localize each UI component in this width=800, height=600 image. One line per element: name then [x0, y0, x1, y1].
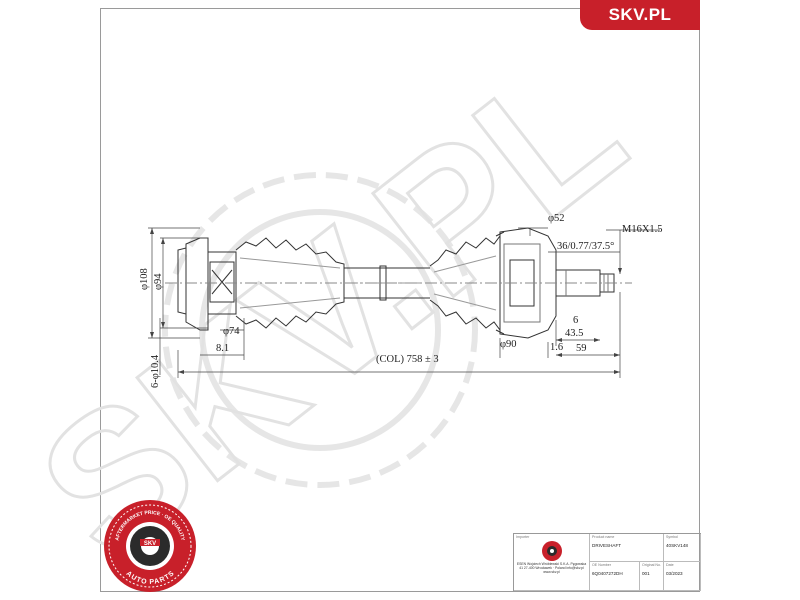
date-value: 03/2023: [666, 571, 683, 576]
dim-d94: φ94: [153, 273, 164, 290]
product-name-cell: Product name DRIVESHAFT: [590, 534, 664, 562]
right-joint-housing: [499, 227, 557, 339]
left-flange: [177, 247, 187, 315]
date-label: Date: [666, 563, 674, 567]
left-joint-housing: [185, 237, 209, 331]
seal-center: SKV: [144, 541, 156, 547]
dim-d108: φ108: [139, 268, 150, 290]
quality-seal: SKV AFTERMARKET PRICE · OE QUALITY AUTO …: [104, 500, 196, 592]
dim-59: 59: [576, 343, 587, 354]
oe-number-label: OE Number: [592, 563, 611, 567]
dim-1-6: 1.6: [550, 342, 563, 353]
oe-number-cell: OE Number 6Q0407272DH: [590, 562, 640, 591]
dim-total-length: (COL) 758 ± 3: [376, 354, 439, 365]
dim-43-5: 43.5: [565, 328, 583, 339]
dim-splines: 36/0.77/37.5°: [557, 241, 614, 252]
dim-d90: φ90: [500, 339, 517, 350]
original-no-cell: Original No. 001: [640, 562, 664, 591]
importer-label: Importer: [516, 535, 530, 539]
symbol-value: 40SKV148: [666, 543, 688, 548]
product-name-label: Product name: [592, 535, 615, 539]
dim-6: 6: [573, 315, 578, 326]
original-no-label: Original No.: [642, 563, 661, 567]
symbol-cell: Symbol 40SKV148: [664, 534, 701, 562]
date-cell: Date 03/2023: [664, 562, 701, 591]
importer-logo-icon: [541, 541, 562, 561]
brand-logo[interactable]: SKV.PL: [580, 0, 700, 30]
product-name: DRIVESHAFT: [592, 543, 622, 548]
title-block: Importer ESEN Wojciech Wróblewski S.K.A.…: [513, 533, 701, 591]
dim-bolt: 6-φ10.4: [150, 354, 161, 388]
dim-thread: M16X1.5: [622, 224, 663, 235]
left-inner-race: [209, 261, 235, 303]
original-no: 001: [642, 571, 650, 576]
dim-8-1: 8.1: [216, 343, 229, 354]
importer-cell: Importer ESEN Wojciech Wróblewski S.K.A.…: [514, 534, 590, 591]
importer-text: ESEN Wojciech Wróblewski S.K.A. Pęgowska…: [516, 562, 587, 575]
oe-number: 6Q0407272DH: [592, 571, 623, 576]
dim-d74: φ74: [223, 326, 240, 337]
symbol-label: Symbol: [666, 535, 678, 539]
drawing-sheet: [100, 8, 700, 592]
dim-d52: φ52: [548, 213, 565, 224]
